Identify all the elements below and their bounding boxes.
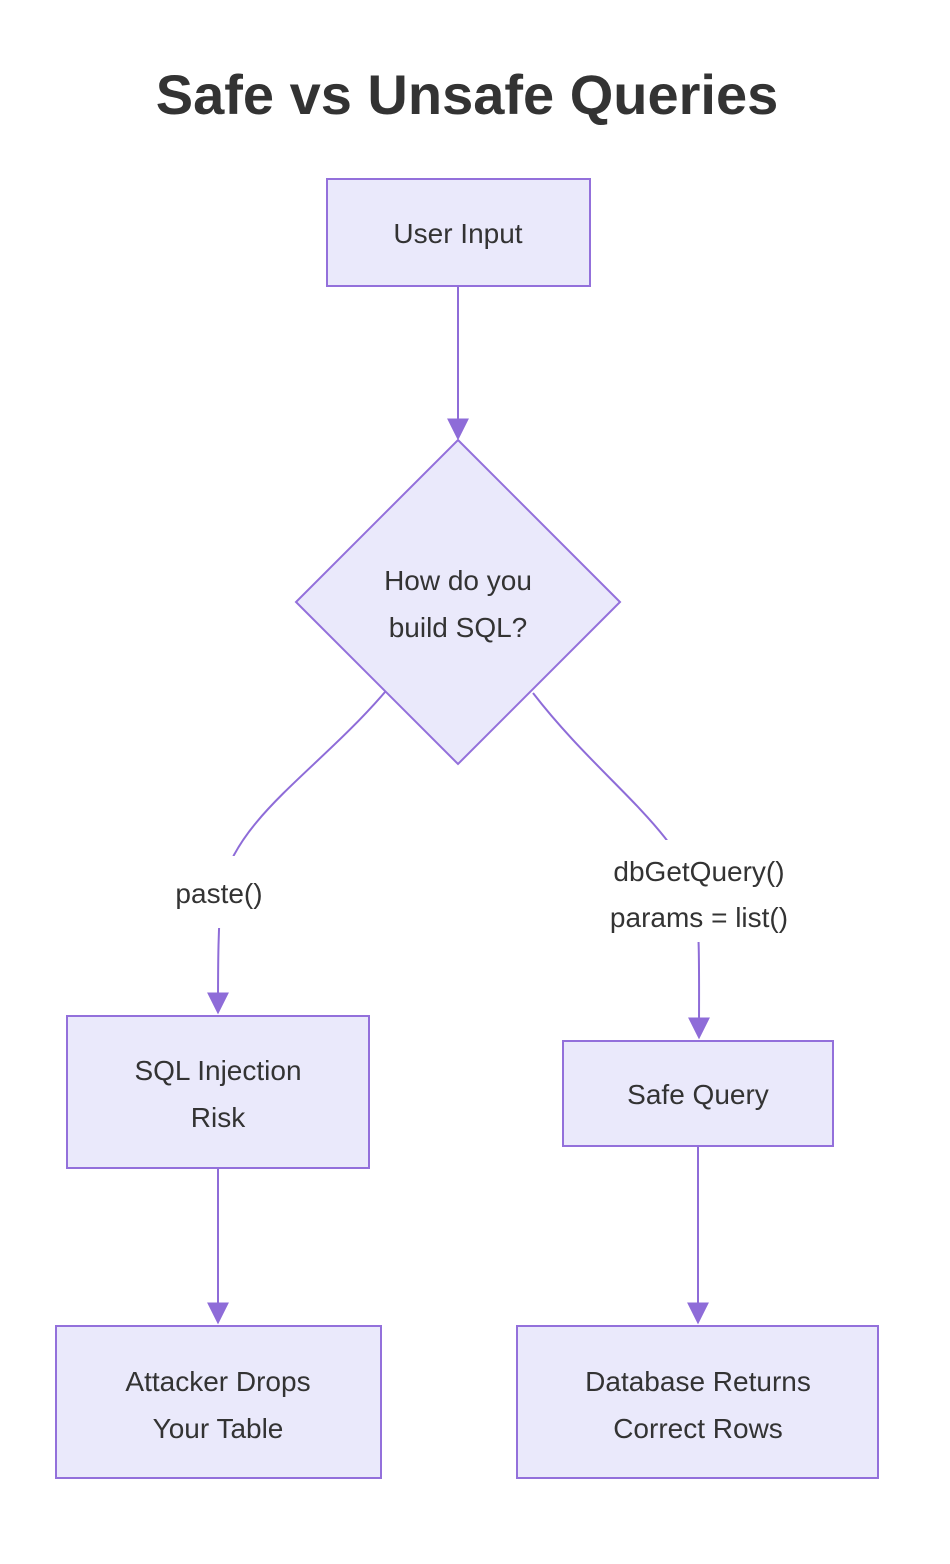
safe-query-box <box>562 1040 834 1147</box>
attacker-drops-table-label-line1: Attacker Drops <box>125 1366 310 1397</box>
edge-label-dbgetquery-background <box>580 840 818 942</box>
decision-diamond <box>294 438 622 766</box>
node-user-input: User Input <box>326 178 591 287</box>
node-sql-injection-risk: SQL Injection Risk <box>66 1015 370 1169</box>
edge-label-paste: paste() <box>175 878 262 909</box>
sql-injection-risk-label-line1: SQL Injection <box>134 1055 301 1086</box>
edge-label-dbgetquery-line1: dbGetQuery() <box>613 856 784 887</box>
decision-label-line1: How do you <box>384 565 532 596</box>
database-returns-rows-box <box>516 1325 879 1479</box>
node-safe-query: Safe Query <box>562 1040 834 1147</box>
edge-label-paste-background <box>156 856 282 928</box>
edge-decision-to-sql-injection <box>207 691 386 1015</box>
user-input-box <box>326 178 591 287</box>
database-returns-rows-label-line2: Correct Rows <box>613 1413 783 1444</box>
user-input-label: User Input <box>393 218 522 249</box>
attacker-drops-table-box <box>55 1325 382 1479</box>
attacker-drops-table-label-line2: Your Table <box>153 1413 284 1444</box>
edge-label-dbgetquery-line2: params = list() <box>610 902 788 933</box>
decision-label-line2: build SQL? <box>389 612 528 643</box>
node-attacker-drops-table: Attacker Drops Your Table <box>55 1325 382 1479</box>
sql-injection-risk-label-line2: Risk <box>191 1102 246 1133</box>
sql-injection-risk-box <box>66 1015 370 1169</box>
node-database-returns-rows: Database Returns Correct Rows <box>516 1325 879 1479</box>
node-decision: How do you build SQL? <box>294 438 622 766</box>
diagram-title: Safe vs Unsafe Queries <box>156 63 779 126</box>
database-returns-rows-label-line1: Database Returns <box>585 1366 811 1397</box>
safe-query-label: Safe Query <box>627 1079 769 1110</box>
